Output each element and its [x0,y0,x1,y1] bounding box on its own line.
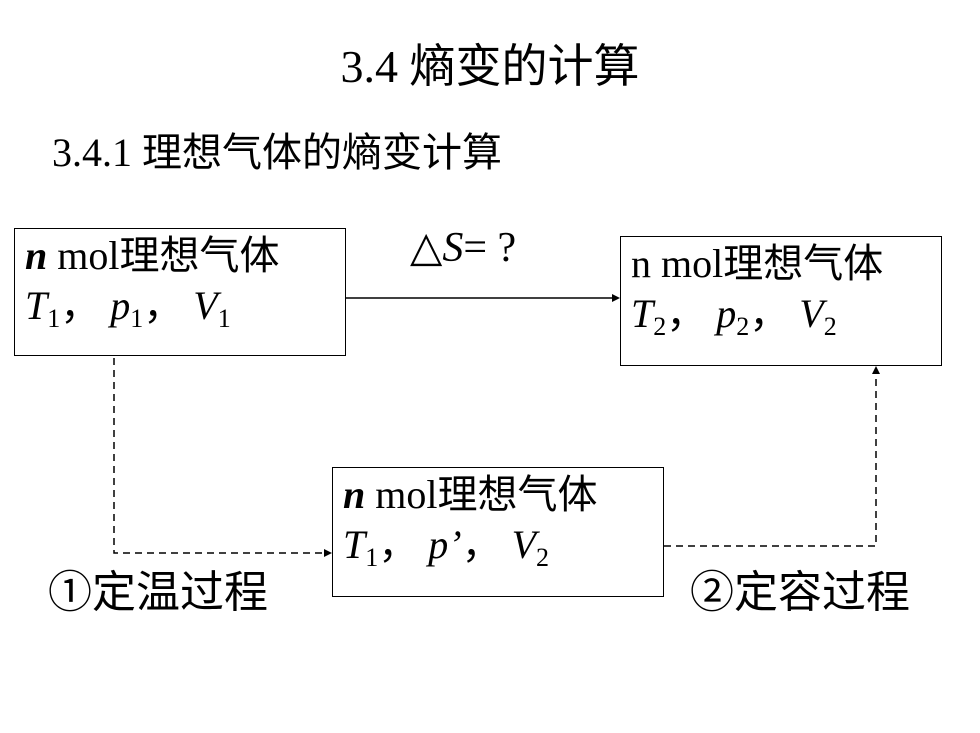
volume-symbol: V [511,522,537,567]
pressure-subscript: 2 [736,312,750,341]
initial-state-amount: n mol理想气体 [25,231,337,281]
equals-question: = ? [463,225,517,271]
mole-symbol: n [343,472,366,517]
temperature-symbol: T [25,283,48,328]
temperature-subscript: 2 [653,312,667,341]
intermediate-state-box: n mol理想气体 T1， p’， V2 [332,467,664,597]
gas-label: mol理想气体 [47,233,280,278]
initial-state-box: n mol理想气体 T1， p1， V1 [14,228,346,356]
separator: ， [666,291,707,336]
temperature-symbol: T [343,522,366,567]
temperature-symbol: T [631,291,654,336]
isothermal-process-label: ①定温过程 [48,568,268,617]
final-state-variables: T2， p2， V2 [631,289,933,341]
entropy-change-label: △S= ? [410,222,516,272]
initial-state-variables: T1， p1， V1 [25,281,337,333]
isochoric-arrow-head [872,366,880,374]
pressure-symbol: p [110,283,131,328]
final-state-box: n mol理想气体 T2， p2， V2 [620,236,942,366]
separator: ， [143,283,184,328]
entropy-symbol: S [442,225,464,271]
final-state-amount: n mol理想气体 [631,241,884,286]
isothermal-path [113,358,324,554]
intermediate-state-variables: T1， p’， V2 [343,520,655,572]
pressure-symbol: p’ [428,522,462,567]
intermediate-state-amount: n mol理想气体 [343,470,655,520]
section-heading: 3.4.1 理想气体的熵变计算 [52,130,502,175]
volume-subscript: 2 [536,543,550,572]
temperature-subscript: 1 [365,543,379,572]
separator: ， [60,283,101,328]
volume-subscript: 2 [823,312,837,341]
pressure-subscript: 1 [130,304,144,333]
isothermal-arrow-head [324,549,332,557]
direct-arrow-head [612,294,620,302]
isochoric-path [664,374,877,547]
mole-symbol: n [25,233,48,278]
volume-subscript: 1 [217,304,231,333]
delta-symbol: △ [410,225,443,271]
volume-symbol: V [799,291,824,336]
isochoric-process-label: ②定容过程 [690,568,910,617]
volume-symbol: V [193,283,218,328]
pressure-symbol: p [716,291,737,336]
temperature-subscript: 1 [47,304,61,333]
gas-label: mol理想气体 [365,472,598,517]
separator: ， [378,522,419,567]
separator: ， [749,291,790,336]
page-title: 3.4 熵变的计算 [340,41,640,92]
separator: ， [461,522,502,567]
